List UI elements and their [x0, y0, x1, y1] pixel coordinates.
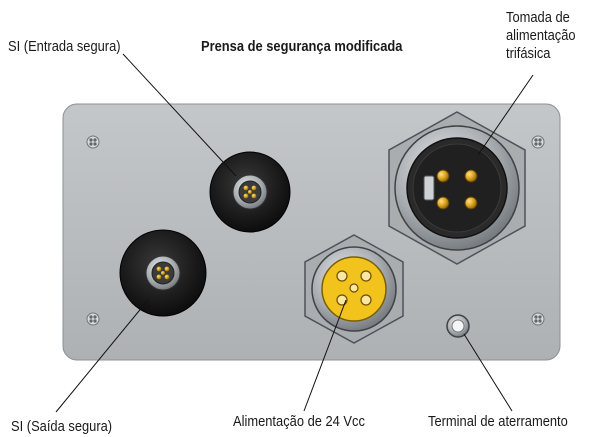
leader-line-si-input — [122, 53, 237, 177]
diagram-title: Prensa de segurança modificada — [201, 38, 403, 55]
leader-line-si-output — [55, 299, 149, 413]
power-24v-connector — [304, 234, 404, 344]
three-phase-power-socket — [388, 111, 526, 265]
label-power-24v: Alimentação de 24 Vcc — [233, 413, 365, 430]
label-si-output: SI (Saída segura) — [11, 418, 113, 435]
label-power-3ph: Tomada de alimentação trifásica — [506, 9, 576, 63]
screw-bottom-right — [531, 312, 545, 326]
ground-terminal — [446, 314, 470, 338]
label-power-3ph-line-1: Tomada de — [506, 9, 570, 26]
label-power-3ph-line-3: trifásica — [506, 45, 551, 62]
screw-bottom-left — [86, 312, 100, 326]
label-power-3ph-line-2: alimentação — [506, 27, 576, 44]
screw-top-left — [86, 135, 100, 149]
label-si-input: SI (Entrada segura) — [8, 38, 121, 55]
label-ground: Terminal de aterramento — [428, 413, 568, 430]
si-input-connector — [209, 151, 291, 233]
screw-top-right — [531, 135, 545, 149]
leader-line-power-3ph — [477, 74, 534, 156]
si-output-connector — [119, 229, 207, 317]
leader-line-power-24v — [303, 299, 347, 412]
leader-line-ground — [463, 333, 513, 412]
